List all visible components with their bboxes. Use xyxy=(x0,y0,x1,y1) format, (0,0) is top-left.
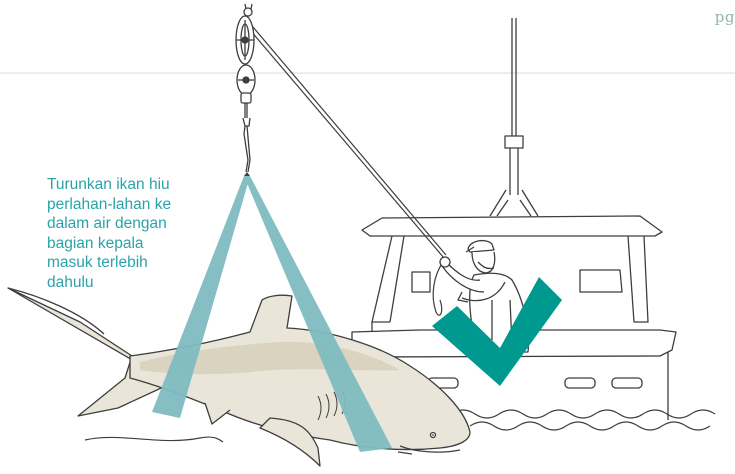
boat-porthole xyxy=(564,377,596,389)
boat-mast-base xyxy=(504,135,524,149)
sling-strap-left xyxy=(152,176,250,418)
shark-pectoral-fin xyxy=(259,417,321,467)
boat-porthole xyxy=(611,377,643,389)
instruction-caption: Turunkan ikan hiu perlahan-lahan ke dala… xyxy=(47,175,207,292)
page-label: pg xyxy=(714,8,735,26)
crane-rope xyxy=(249,26,447,316)
shark xyxy=(7,287,471,467)
caption-line: Turunkan ikan hiu xyxy=(47,176,170,193)
boat-cabin-left-wall xyxy=(371,235,405,332)
caption-line: masuk terlebih xyxy=(47,254,148,271)
shark-tail xyxy=(7,287,173,417)
caption-line: perlahan-lahan ke xyxy=(47,195,172,213)
sling-strap-right xyxy=(244,176,392,452)
checkmark-icon xyxy=(432,277,562,386)
sling-straps xyxy=(152,176,392,452)
caption-line: dalam air dengan xyxy=(47,215,167,232)
caption-line: dahulu xyxy=(47,273,94,291)
boat-cabin-right-wall xyxy=(627,235,649,323)
boat-cabin-roof xyxy=(361,215,663,237)
shark-body xyxy=(129,294,471,451)
boat-mast xyxy=(511,18,517,136)
caption-line: bagian kepala xyxy=(47,234,144,252)
pulley-block-icon xyxy=(235,3,256,173)
